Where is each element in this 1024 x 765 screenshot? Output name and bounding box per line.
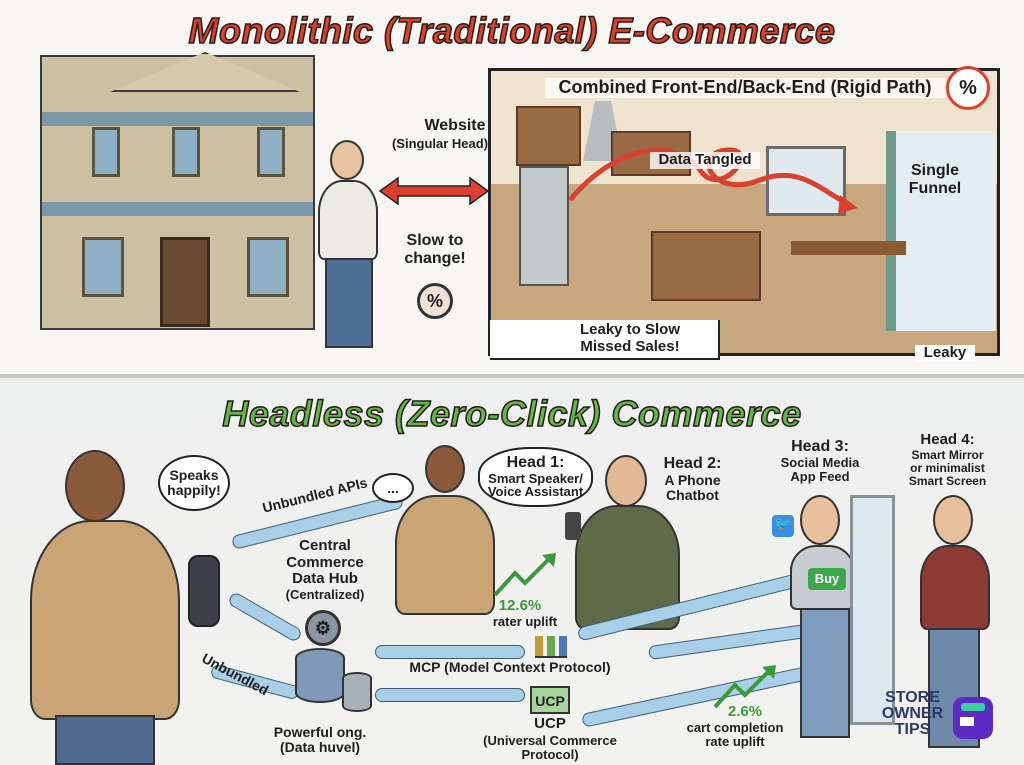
woman-jeans [55, 715, 155, 765]
woman-sweater [30, 520, 180, 720]
double-arrow-icon [378, 176, 490, 206]
database-small-icon [342, 672, 372, 712]
woman2-head [425, 445, 465, 493]
kitchen-title: Combined Front-End/Back-End (Rigid Path) [545, 77, 945, 98]
percent-gauge-icon: % [946, 66, 990, 110]
database-icon [295, 648, 345, 703]
man-head [330, 140, 364, 180]
gear-icon: ⚙ [305, 610, 341, 646]
section-divider [0, 374, 1024, 378]
ellipsis-bubble: ... [372, 473, 414, 503]
bar-chart-icon [535, 636, 567, 658]
man4-shirt [920, 545, 990, 630]
slow-to-change-label: Slow to change! [404, 232, 466, 267]
uplift1-value: 12.6% [498, 597, 542, 614]
speaks-bubble: Speaks happily! [158, 455, 230, 511]
leaky-label: Leaky [915, 344, 975, 362]
buy-button[interactable]: Buy [808, 568, 846, 590]
website-label: Website [424, 117, 486, 134]
uplift-arrow-2-icon [713, 665, 776, 709]
data-tangled-label: Data Tangled [650, 151, 760, 169]
man2-head [605, 455, 647, 507]
ucp-arrow [375, 688, 525, 702]
uplift-arrow-icon [493, 553, 556, 597]
head1-bubble: Head 1:Smart Speaker/Voice Assistant [478, 447, 593, 507]
leaky-note: Leaky to Slow Missed Sales! [579, 321, 681, 355]
woman3-jeans [800, 608, 850, 738]
man-shirt [318, 180, 378, 260]
man-jeans [325, 258, 373, 348]
uplift2-value: 2.6% [727, 703, 763, 720]
tangled-arrow-icon [568, 147, 858, 214]
man4-head [933, 495, 973, 545]
ucp-full-label: (Universal Commerce Protocol) [483, 733, 617, 763]
leaky-note-box [490, 320, 720, 360]
mcp-label: MCP (Model Context Protocol) [409, 659, 611, 675]
powerful-engine-label: Powerful ong.(Data huvel) [273, 724, 367, 756]
ucp-label: UCP [534, 715, 566, 732]
smart-mirror [850, 495, 895, 725]
building-illustration [40, 55, 315, 330]
mcp-arrow [375, 645, 525, 659]
ucp-box: UCP [530, 686, 570, 714]
woman2-sweater [395, 495, 495, 615]
woman-head [65, 450, 125, 522]
woman3-head [800, 495, 840, 545]
store-logo-icon [953, 697, 993, 739]
smart-speaker-icon [188, 555, 220, 627]
no-percent-icon: % [417, 283, 453, 319]
uplift1-label: rater uplift [492, 614, 558, 629]
twitter-icon: 🐦 [772, 515, 794, 537]
single-funnel-label: Single Funnel [908, 162, 962, 197]
website-sublabel: (Singular Head) [391, 136, 489, 151]
phone-icon [565, 512, 581, 540]
headless-title: Headless (Zero-Click) Commerce [222, 392, 802, 435]
kitchen-panel [488, 68, 1000, 356]
monolithic-title: Monolithic (Traditional) E-Commerce [188, 9, 836, 52]
